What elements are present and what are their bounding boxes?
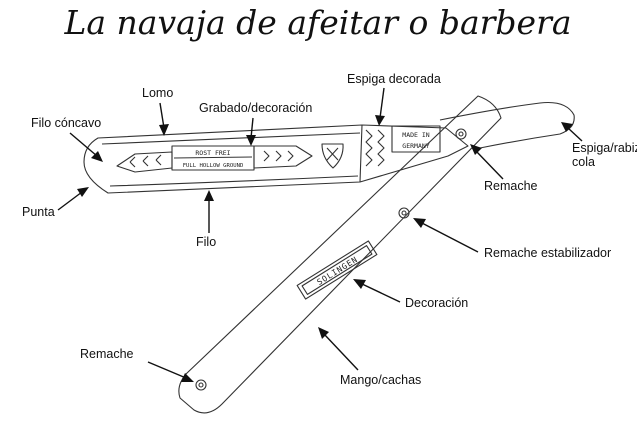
decorated-tang: MADE IN GERMANY (365, 125, 441, 167)
label-punta: Punta (22, 205, 55, 219)
full-hollow-text: FULL HOLLOW GROUND (183, 163, 244, 169)
leader-decoracion (353, 279, 401, 303)
handle-outline (178, 95, 502, 414)
leader-lomo (159, 102, 169, 136)
leader-remache-top (470, 144, 504, 180)
leader-remache-bottom (147, 361, 194, 382)
bottom-rivet-icon (195, 379, 207, 391)
made-in-text: MADE IN (402, 131, 429, 139)
leader-filo-concavo (69, 132, 103, 162)
tang-tail (439, 101, 575, 149)
stabilizer-rivet-icon (398, 207, 410, 219)
leader-mango (318, 327, 359, 371)
rostfrei-text: ROST FREI (195, 149, 230, 157)
label-filo: Filo (196, 235, 216, 249)
germany-text: GERMANY (402, 142, 429, 150)
label-filo-concavo: Filo cóncavo (31, 116, 101, 130)
engraving-panel: ROST FREI FULL HOLLOW GROUND (116, 143, 344, 173)
label-remache-bottom: Remache (80, 347, 134, 361)
diagram-title: La navaja de afeitar o barbera (63, 3, 571, 42)
label-espiga-cola-1: Espiga/rabiza (572, 141, 637, 155)
label-remache-top: Remache (484, 179, 538, 193)
label-espiga-cola-2: cola (572, 155, 595, 169)
label-decoracion: Decoración (405, 296, 468, 310)
leader-punta (57, 187, 89, 211)
solingen-plate: SOLINGEN (296, 240, 378, 300)
blade-outline (83, 124, 469, 194)
leader-grabado (246, 117, 256, 146)
blade: ROST FREI FULL HOLLOW GROUND MADE IN GER… (83, 124, 469, 194)
leader-filo (204, 190, 214, 233)
leader-remache-estabilizador (413, 218, 479, 253)
leader-espiga-cola (561, 122, 583, 142)
pivot-rivet-icon (455, 128, 467, 140)
label-remache-estabilizador: Remache estabilizador (484, 246, 611, 260)
label-espiga-decorada: Espiga decorada (347, 72, 441, 86)
label-lomo: Lomo (142, 86, 173, 100)
crest-icon (321, 143, 344, 169)
label-grabado: Grabado/decoración (199, 101, 312, 115)
leader-espiga-decorada (375, 87, 385, 126)
label-mango: Mango/cachas (340, 373, 421, 387)
solingen-text: SOLINGEN (315, 255, 359, 287)
